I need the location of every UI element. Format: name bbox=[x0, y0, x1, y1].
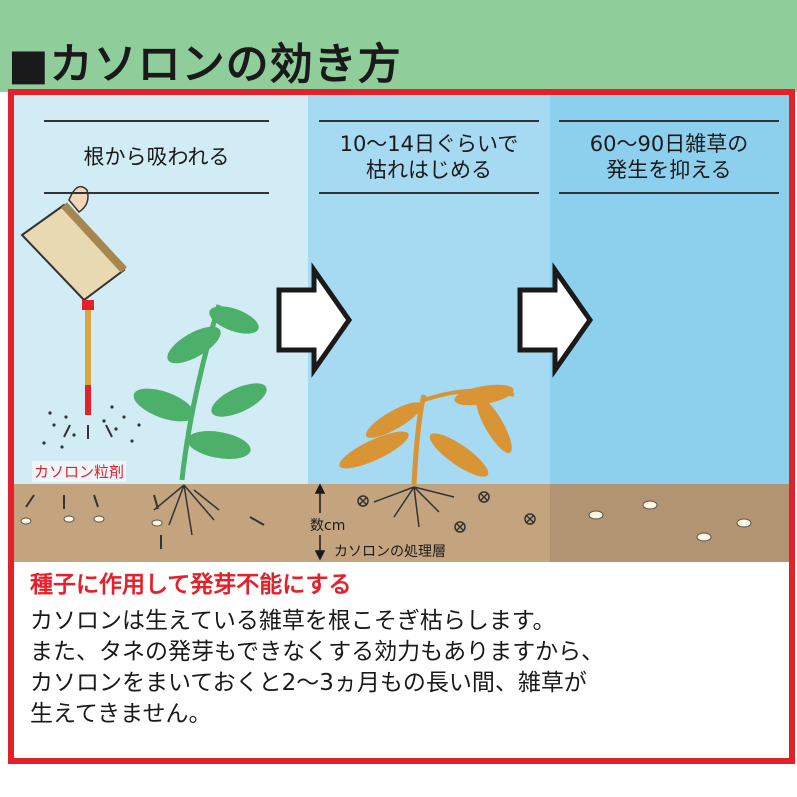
step-3-line-1: 60〜90日雑草の bbox=[589, 132, 749, 156]
depth-label: 数cm bbox=[310, 518, 346, 534]
treatment-layer-label: カソロンの処理層 bbox=[334, 544, 446, 560]
granule-spray bbox=[42, 405, 141, 449]
absorption-arrows bbox=[25, 494, 265, 549]
applicator-bag-icon bbox=[20, 185, 127, 415]
description-heading: 種子に作用して発芽不能にする bbox=[30, 572, 352, 598]
depth-marker bbox=[314, 483, 326, 561]
seed-icons bbox=[20, 515, 163, 527]
step-2-line-1: 10〜14日ぐらいで bbox=[339, 132, 519, 156]
roots-icon bbox=[373, 486, 455, 528]
description-line-4: 生えてきません。 bbox=[30, 701, 212, 727]
process-panels: 根から吸われる 10〜14日ぐらいで 枯れはじめる 60〜90日雑草の 発生を抑… bbox=[14, 95, 789, 562]
step-3-line-2: 発生を抑える bbox=[606, 158, 732, 182]
description-line-1: カソロンは生えている雑草を根こそぎ枯らします。 bbox=[30, 608, 556, 634]
arrow-right-icon bbox=[517, 262, 594, 378]
step-2-heading: 10〜14日ぐらいで 枯れはじめる bbox=[319, 120, 539, 194]
withered-plant-icon bbox=[339, 384, 515, 486]
granule-label: カソロン粒剤 bbox=[32, 461, 127, 482]
step-1-heading: 根から吸われる bbox=[44, 120, 269, 194]
dead-seed-icons bbox=[357, 491, 536, 533]
description-section: 種子に作用して発芽不能にする カソロンは生えている雑草を根こそぎ枯らします。 ま… bbox=[30, 570, 770, 730]
step-2-line-2: 枯れはじめる bbox=[365, 158, 492, 182]
healthy-plant-icon bbox=[133, 304, 267, 481]
dormant-seed-icons bbox=[588, 500, 752, 542]
arrow-right-icon bbox=[276, 262, 353, 378]
step-3-heading: 60〜90日雑草の 発生を抑える bbox=[559, 120, 779, 194]
step-1-line-1: 根から吸われる bbox=[83, 145, 230, 169]
page-title: ■カソロンの効き方 bbox=[8, 40, 402, 90]
description-line-2: また、タネの発芽もできなくする効力もありますから、 bbox=[30, 639, 605, 665]
title-bar: ■カソロンの効き方 bbox=[0, 0, 797, 92]
description-line-3: カソロンをまいておくと2〜3ヵ月もの長い間、雑草が bbox=[30, 670, 587, 696]
roots-icon bbox=[153, 484, 220, 536]
